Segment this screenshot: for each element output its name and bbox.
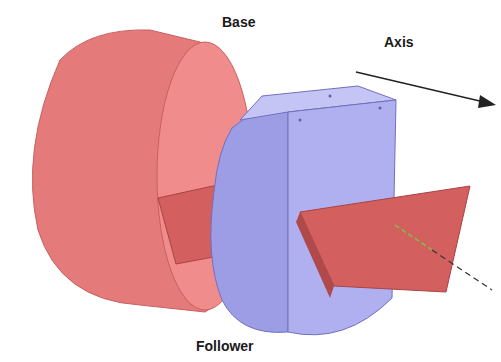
arrow-head: [478, 95, 496, 108]
axis-arrow: [356, 72, 484, 102]
axis-line: [432, 250, 492, 290]
axis-label: Axis: [384, 34, 414, 51]
part-label: Base: [222, 14, 255, 31]
wedge-edge: [296, 212, 334, 298]
follower-side: [211, 112, 288, 333]
part-label: Follower: [196, 338, 254, 355]
